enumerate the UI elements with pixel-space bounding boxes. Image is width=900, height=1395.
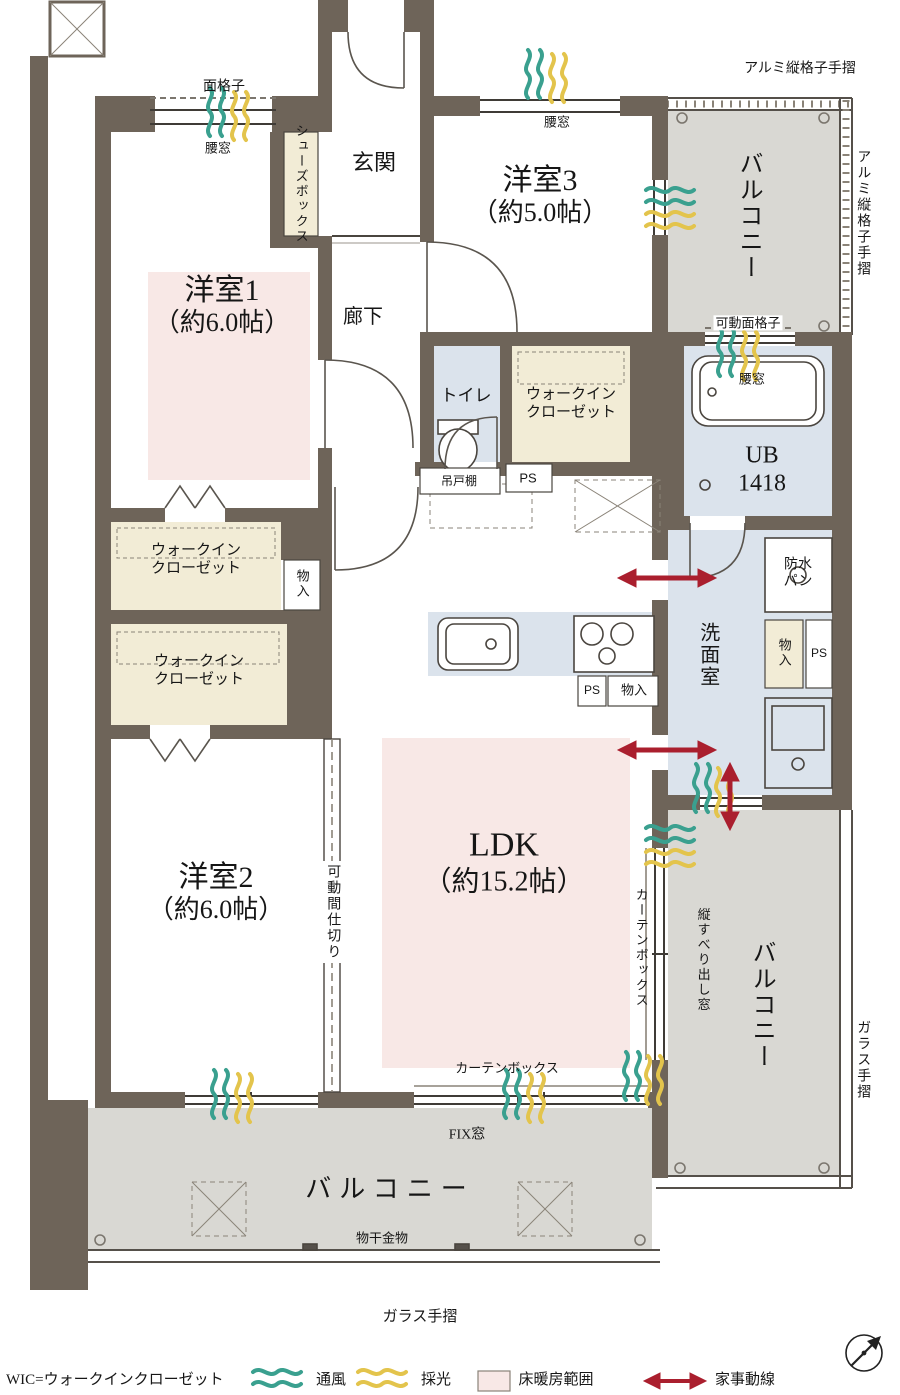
- pan-line1: 防水: [783, 557, 812, 573]
- unit-bath-line2: 1418: [738, 471, 786, 497]
- legend-wic-note: WIC=ウォークインクローゼット: [6, 1372, 224, 1389]
- ldk-label: LDK （約15.2帖）: [423, 825, 584, 898]
- pan-line2: パン: [783, 574, 813, 589]
- compass-icon: [845, 1334, 883, 1372]
- washroom-label: 洗面室: [696, 622, 719, 688]
- room3-size: （約5.0帖）: [471, 198, 609, 228]
- toilet-label: トイレ: [440, 385, 492, 405]
- wic2-label: ウォークイン クローゼット: [154, 653, 244, 688]
- storage-label-3: 物入: [620, 682, 648, 698]
- room2-label: 洋室2 （約6.0帖）: [148, 860, 285, 926]
- fixtures: [94, 112, 833, 1251]
- balcony-label-bottom: バルコニー: [305, 1174, 475, 1204]
- legend-housework-label: 家事動線: [714, 1372, 776, 1389]
- legend-daylight-label: 採光: [420, 1372, 452, 1389]
- shoes-box-label: シューズボックス: [293, 124, 309, 244]
- unit-bath-label: UB 1418: [738, 442, 786, 499]
- curtain-box-label-bottom: カーテンボックス: [455, 1060, 559, 1076]
- ps-label-kitchen: PS: [583, 682, 601, 697]
- hanging-cupboard-label: 吊戸棚: [440, 473, 478, 488]
- movable-partition-label: 可動間仕切り: [322, 861, 342, 963]
- glass-handrail-label-bottom: ガラス手摺: [382, 1309, 458, 1326]
- aluminum-handrail-label-top: アルミ縦格子手摺: [744, 61, 856, 77]
- legend-ventilation-label: 通風: [315, 1372, 347, 1389]
- walls: [30, 0, 852, 1290]
- window-grate-label: 面格子: [203, 79, 245, 95]
- waist-window-label-2: 腰窓: [543, 114, 571, 130]
- ldk-size: （約15.2帖）: [423, 866, 585, 898]
- room2-name: 洋室2: [178, 860, 254, 894]
- storage-label-2: 物入: [776, 638, 792, 668]
- hatch-boxes: [48, 0, 661, 1237]
- aluminum-handrail-label-right: アルミ縦格子手摺: [855, 149, 871, 277]
- vertical-sliding-window-label: 縦すべり出し窓: [695, 907, 711, 1013]
- legend-floor-heating-label: 床暖房範囲: [518, 1372, 594, 1389]
- entrance-label: 玄関: [351, 150, 397, 176]
- room3-name: 洋室3: [502, 163, 578, 197]
- doors: [149, 31, 746, 763]
- wic-top-line1: ウォークイン: [525, 386, 617, 403]
- room1-label: 洋室1 （約6.0帖）: [154, 273, 291, 339]
- ps-label-hall: PS: [519, 470, 537, 486]
- wic-top-label: ウォークイン クローゼット: [526, 386, 616, 421]
- waist-window-label-1: 腰窓: [204, 140, 232, 156]
- balcony-areas: [88, 110, 840, 1250]
- hallway-label: 廊下: [343, 306, 383, 329]
- wic2-line2: クローゼット: [153, 671, 245, 687]
- waterproof-pan-label: 防水 パン: [784, 557, 813, 590]
- room1-name: 洋室1: [184, 273, 260, 307]
- room2-size: （約6.0帖）: [147, 895, 285, 925]
- wic1-line1: ウォークイン: [150, 542, 242, 559]
- movable-grate-label: 可動面格子: [713, 315, 783, 331]
- closet-areas: [111, 132, 803, 725]
- wic1-label: ウォークイン クローゼット: [151, 542, 241, 577]
- wic2-line1: ウォークイン: [153, 653, 245, 670]
- balcony-label-top-right: バルコニー: [735, 151, 762, 281]
- floor-heating-areas: [148, 272, 630, 1068]
- unit-bath-line1: UB: [745, 442, 779, 469]
- storage-label-1: 物入: [294, 569, 310, 599]
- ps-label-washroom: PS: [810, 645, 828, 660]
- fix-window-label: FIX窓: [448, 1127, 486, 1143]
- balcony-label-right: バルコニー: [748, 940, 775, 1070]
- glass-handrail-label-right: ガラス手摺: [855, 1020, 871, 1100]
- waist-window-label-3: 腰窓: [738, 371, 766, 387]
- wic-top-line2: クローゼット: [525, 404, 617, 420]
- laundry-hardware-label: 物干金物: [355, 1230, 409, 1246]
- ldk-name: LDK: [469, 826, 539, 864]
- room1-size: （約6.0帖）: [153, 308, 291, 338]
- wic1-line2: クローゼット: [150, 560, 242, 576]
- balcony-railings: [85, 97, 853, 1263]
- curtain-box-label-right: カーテンボックス: [633, 888, 649, 1008]
- housework-arrows: [616, 568, 740, 1390]
- floor-heating-swatch: [477, 1370, 511, 1392]
- room3-label: 洋室3 （約5.0帖）: [472, 163, 609, 229]
